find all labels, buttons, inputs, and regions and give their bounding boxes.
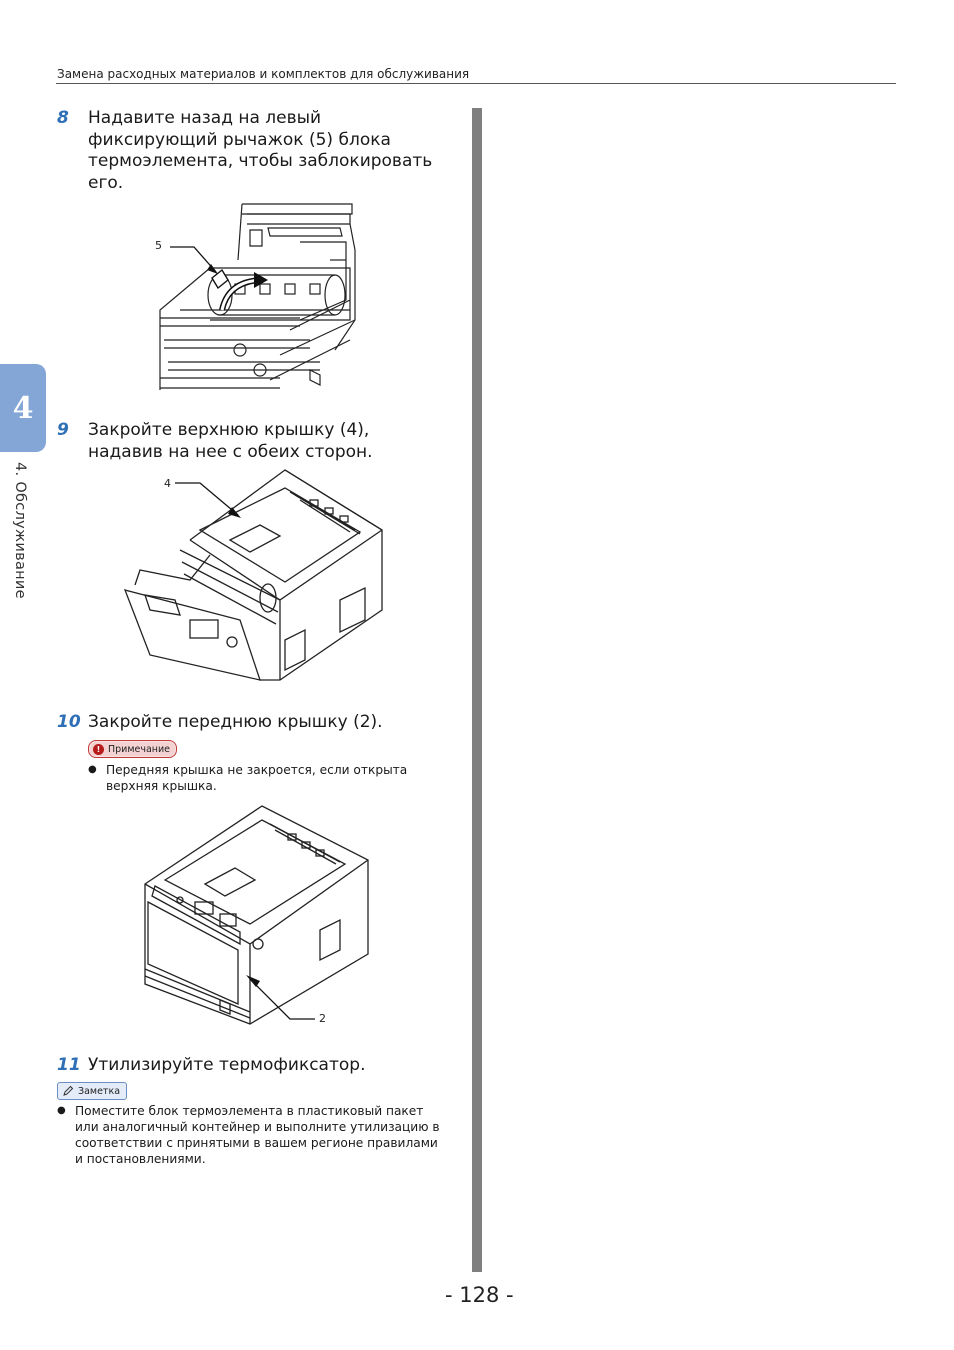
header-rule bbox=[56, 83, 896, 84]
top-cover-illustration bbox=[123, 469, 383, 681]
step-8-line: термоэлемента, чтобы заблокировать bbox=[88, 151, 433, 171]
memo-bullet-list: ● Поместите блок термоэлемента в пластик… bbox=[57, 1103, 457, 1167]
note-line: Передняя крышка не закроется, если откры… bbox=[106, 763, 408, 777]
step-9-text: Закройте верхнюю крышку (4), надавив на … bbox=[88, 420, 373, 463]
running-header: Замена расходных материалов и комплектов… bbox=[57, 67, 470, 81]
step-10-line: Закройте переднюю крышку (2). bbox=[88, 712, 383, 732]
step-8-line: фиксирующий рычажок (5) блока bbox=[88, 129, 391, 150]
note-badge: ! Примечание bbox=[88, 740, 178, 758]
exclamation-icon: ! bbox=[93, 743, 104, 755]
memo-badge: Заметка bbox=[57, 1082, 128, 1100]
chapter-side-label: 4. Обслуживание bbox=[12, 462, 28, 599]
note-label: Примечание bbox=[108, 743, 171, 755]
step-9-line: Закройте верхнюю крышку (4), bbox=[88, 420, 370, 440]
chapter-tab[interactable]: 4 bbox=[0, 364, 46, 452]
callout-2: 2 bbox=[319, 1012, 326, 1025]
callout-5: 5 bbox=[155, 239, 162, 252]
pencil-icon bbox=[63, 1085, 74, 1096]
memo-line: Поместите блок термоэлемента в пластиков… bbox=[75, 1104, 424, 1118]
step-11-text: Утилизируйте термофиксатор. bbox=[88, 1055, 365, 1077]
step-9-line: надавив на нее с обеих сторон. bbox=[88, 441, 373, 462]
list-item: ● Поместите блок термоэлемента в пластик… bbox=[57, 1103, 457, 1167]
note-bullet-list: ● Передняя крышка не закроется, если отк… bbox=[88, 762, 448, 794]
page-number: - 128 - bbox=[445, 1283, 514, 1307]
callout-4: 4 bbox=[164, 477, 171, 490]
closed-printer-illustration bbox=[144, 805, 369, 1025]
step-8-line: Надавите назад на левый bbox=[88, 108, 322, 128]
memo-line: соответствии с принятыми в вашем регионе… bbox=[75, 1136, 438, 1150]
memo-label: Заметка bbox=[78, 1085, 121, 1097]
step-8-line: его. bbox=[88, 172, 124, 193]
note-line: верхняя крышка. bbox=[106, 779, 217, 793]
step-8-number: 8 bbox=[57, 108, 69, 128]
step-10-text: Закройте переднюю крышку (2). bbox=[88, 712, 383, 734]
chapter-tab-number: 4 bbox=[12, 390, 34, 426]
step-8-text: Надавите назад на левый фиксирующий рыча… bbox=[88, 108, 432, 194]
bullet-icon: ● bbox=[88, 764, 97, 775]
memo-line: или аналогичный контейнер и выполните ут… bbox=[75, 1120, 440, 1134]
step-11-line: Утилизируйте термофиксатор. bbox=[88, 1055, 366, 1075]
bullet-icon: ● bbox=[57, 1105, 66, 1116]
list-item: ● Передняя крышка не закроется, если отк… bbox=[88, 762, 448, 794]
step-9-number: 9 bbox=[57, 420, 69, 440]
step-11-number: 11 bbox=[57, 1055, 81, 1075]
memo-line: и постановлениями. bbox=[75, 1152, 206, 1166]
fuser-lever-illustration bbox=[159, 203, 356, 390]
column-separator-bar bbox=[472, 108, 482, 1272]
step-10-number: 10 bbox=[57, 712, 81, 732]
